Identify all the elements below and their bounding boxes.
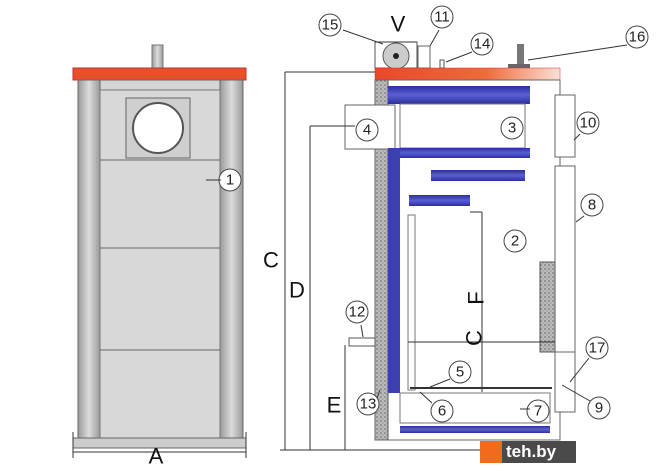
callout-7: 7 <box>526 399 550 423</box>
callout-11: 11 <box>430 5 454 29</box>
callout-12: 12 <box>345 300 369 324</box>
dimension-e-label: E <box>327 393 342 418</box>
callout-number: 11 <box>434 9 450 26</box>
callout-number: 1 <box>226 172 234 189</box>
callout-number: 5 <box>456 364 464 381</box>
leader-lines <box>206 29 628 410</box>
callout-number: 4 <box>363 122 371 139</box>
callout-number: 2 <box>511 233 519 250</box>
callout-circle <box>430 399 454 423</box>
callout-9: 9 <box>587 396 611 420</box>
callout-circle <box>587 396 611 420</box>
callout-circle <box>580 193 604 217</box>
dimension-c-label: C <box>263 248 279 273</box>
callout-circle <box>356 392 380 416</box>
callout-10: 10 <box>576 111 600 135</box>
callout-number: 8 <box>588 197 596 214</box>
callout-circle <box>470 32 494 56</box>
callout-circle <box>345 300 369 324</box>
callout-16: 16 <box>625 25 649 49</box>
callout-number: 16 <box>629 29 646 46</box>
callout-circle <box>576 111 600 135</box>
callout-number: 7 <box>534 403 542 420</box>
callout-number: 14 <box>474 36 491 53</box>
callout-circle <box>526 399 550 423</box>
callout-17: 17 <box>585 336 609 360</box>
front-view <box>72 44 247 458</box>
callout-number: 6 <box>438 403 446 420</box>
callout-circle <box>625 25 649 49</box>
callout-number: 15 <box>322 17 339 34</box>
callout-8: 8 <box>580 193 604 217</box>
callout-number: 12 <box>349 304 366 321</box>
callout-circle <box>430 5 454 29</box>
dimension-d-label: D <box>289 278 305 303</box>
side-view <box>280 41 576 451</box>
callout-circle <box>318 13 342 37</box>
callout-circle <box>448 360 472 384</box>
callout-number: 13 <box>360 396 377 413</box>
callout-14: 14 <box>470 32 494 56</box>
watermark-logo-icon <box>480 441 502 463</box>
dimension-c-inner-label: C <box>462 330 487 346</box>
watermark-text: teh.by <box>502 441 577 463</box>
callout-15: 15 <box>318 13 342 37</box>
callout-number: 3 <box>508 120 516 137</box>
callout-circle <box>503 229 527 253</box>
callout-6: 6 <box>430 399 454 423</box>
dimension-v-label: V <box>391 12 406 37</box>
callout-3: 3 <box>500 116 524 140</box>
watermark: teh.by <box>480 441 577 463</box>
callout-5: 5 <box>448 360 472 384</box>
callout-circle <box>355 118 379 142</box>
callout-circle <box>585 336 609 360</box>
callout-1: 1 <box>218 168 242 192</box>
callout-number: 10 <box>580 115 597 132</box>
dimension-f-label: F <box>464 291 489 304</box>
callout-4: 4 <box>355 118 379 142</box>
callout-13: 13 <box>356 392 380 416</box>
callout-number: 9 <box>595 400 603 417</box>
callout-2: 2 <box>503 229 527 253</box>
dimension-a-label: A <box>149 444 164 469</box>
callout-number: 17 <box>589 340 606 357</box>
callout-circle <box>500 116 524 140</box>
